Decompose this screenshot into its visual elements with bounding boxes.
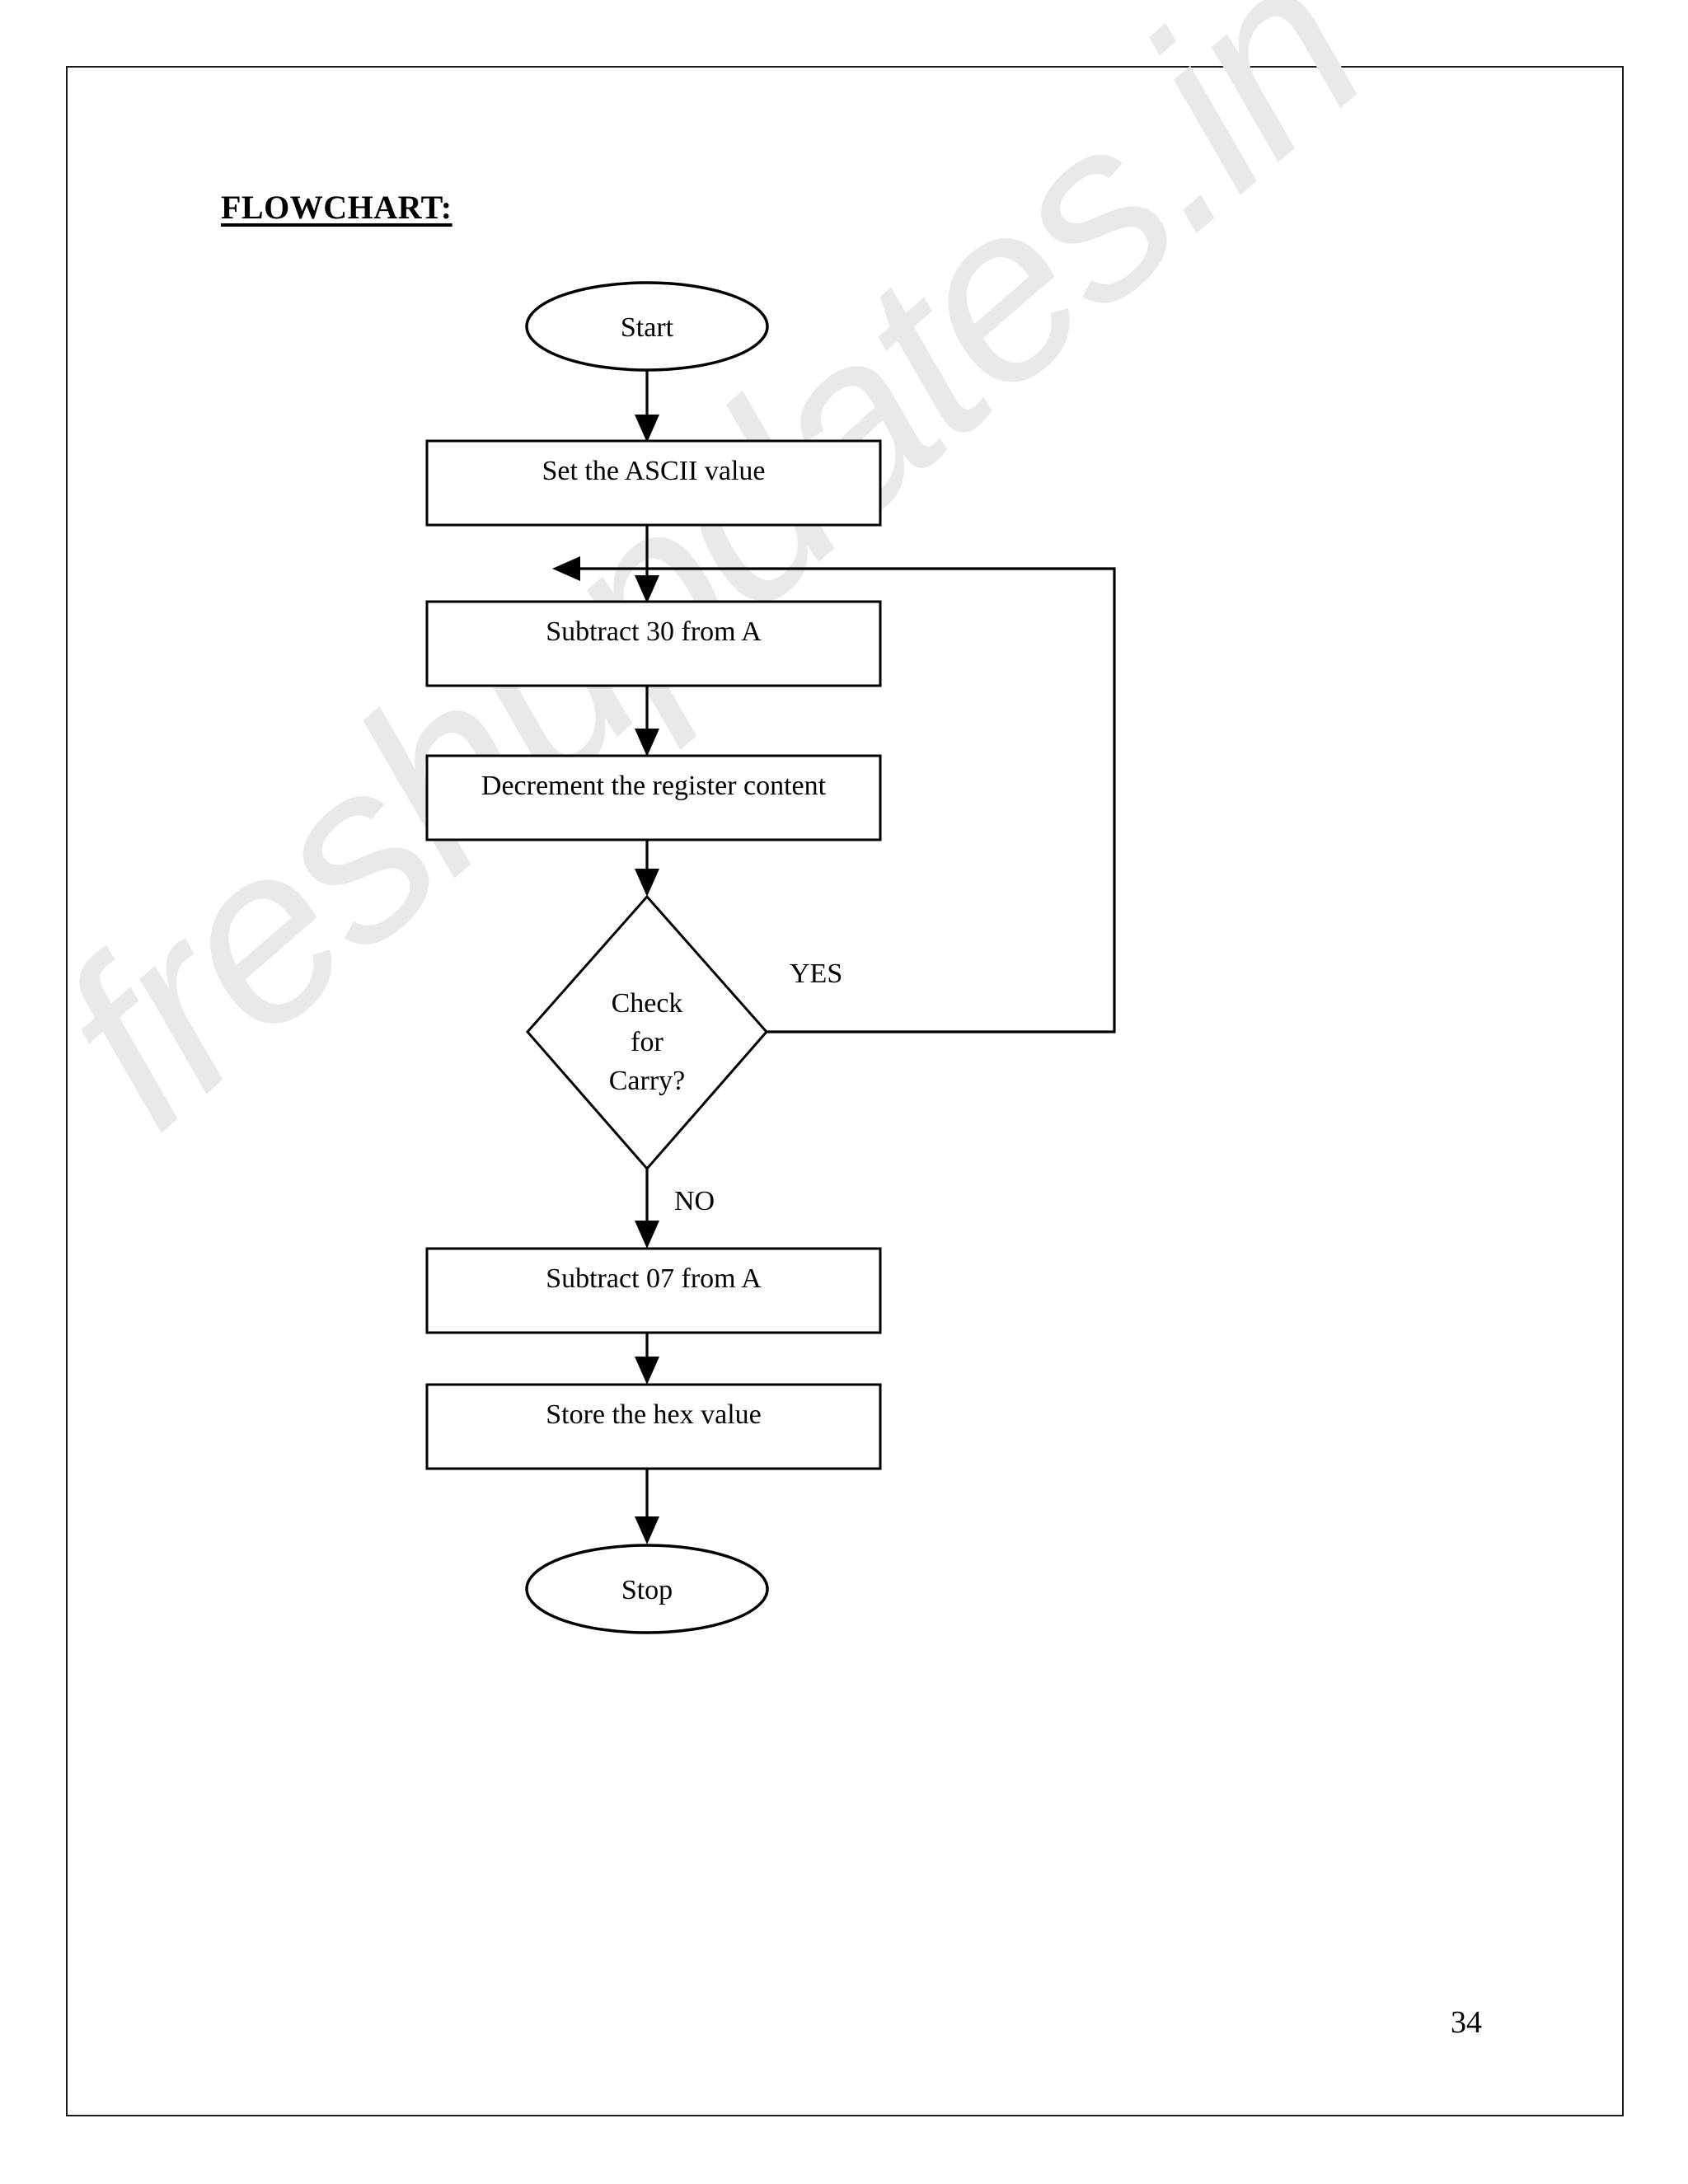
edge-store-hex-to-stop: [635, 1469, 659, 1544]
node-decrement-register-label: Decrement the register content: [481, 771, 827, 801]
node-check-carry[interactable]: Check for Carry?: [526, 894, 768, 1171]
edge-sub30-to-decrement: [635, 686, 659, 757]
page-border: [66, 66, 1624, 2116]
branch-label-yes: YES: [790, 958, 842, 989]
node-set-ascii[interactable]: Set the ASCII value: [425, 439, 882, 527]
node-subtract-07-label: Subtract 07 from A: [546, 1263, 762, 1294]
node-check-carry-label-line1: Check: [612, 988, 683, 1019]
node-stop[interactable]: Stop: [525, 1544, 769, 1634]
node-store-hex-label: Store the hex value: [546, 1399, 762, 1430]
page-title: FLOWCHART:: [221, 189, 452, 226]
node-decrement-register[interactable]: Decrement the register content: [425, 754, 882, 841]
edge-set-ascii-to-sub30: [635, 525, 659, 603]
node-check-carry-label-line2: for: [631, 1027, 663, 1057]
edge-sub07-to-store-hex: [635, 1333, 659, 1385]
page-number: 34: [1451, 2005, 1482, 2040]
node-set-ascii-label: Set the ASCII value: [542, 456, 765, 486]
edge-check-yes-loop: [552, 556, 1116, 1033]
node-subtract-07[interactable]: Subtract 07 from A: [425, 1247, 882, 1334]
node-subtract-30-label: Subtract 30 from A: [546, 616, 762, 647]
branch-label-no: NO: [674, 1186, 715, 1216]
edge-decrement-to-check: [635, 840, 659, 897]
node-check-carry-label-line3: Carry?: [609, 1066, 686, 1096]
node-start[interactable]: Start: [525, 281, 769, 372]
node-stop-label: Stop: [621, 1575, 673, 1605]
edge-check-no-to-sub07: [635, 1169, 659, 1249]
node-store-hex[interactable]: Store the hex value: [425, 1383, 882, 1470]
edge-start-to-set-ascii: [635, 369, 659, 443]
node-start-label: Start: [621, 312, 674, 343]
node-subtract-30[interactable]: Subtract 30 from A: [425, 600, 882, 687]
